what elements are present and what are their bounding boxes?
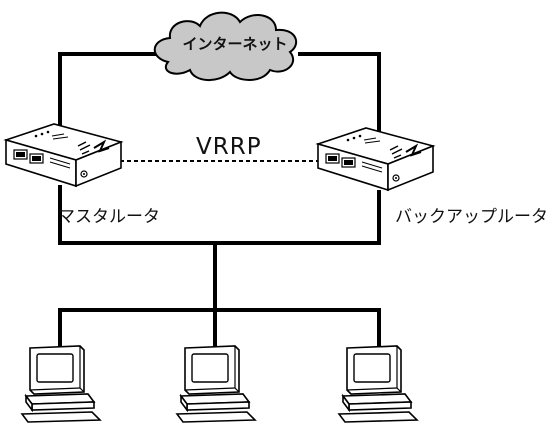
internet-label: インターネット <box>182 35 288 53</box>
computer-icon-center <box>176 345 256 423</box>
master-router-label: マスタルータ <box>58 207 160 227</box>
computer-icon-right <box>338 345 418 423</box>
router-icon-backup <box>317 127 434 191</box>
network-lines <box>58 52 381 348</box>
backup-router-label: バックアップルータ <box>395 207 548 227</box>
computer-icon-left <box>21 345 101 423</box>
router-icon-master <box>5 123 122 187</box>
cloud-icon <box>153 11 298 81</box>
vrrp-label: VRRP <box>196 134 262 160</box>
